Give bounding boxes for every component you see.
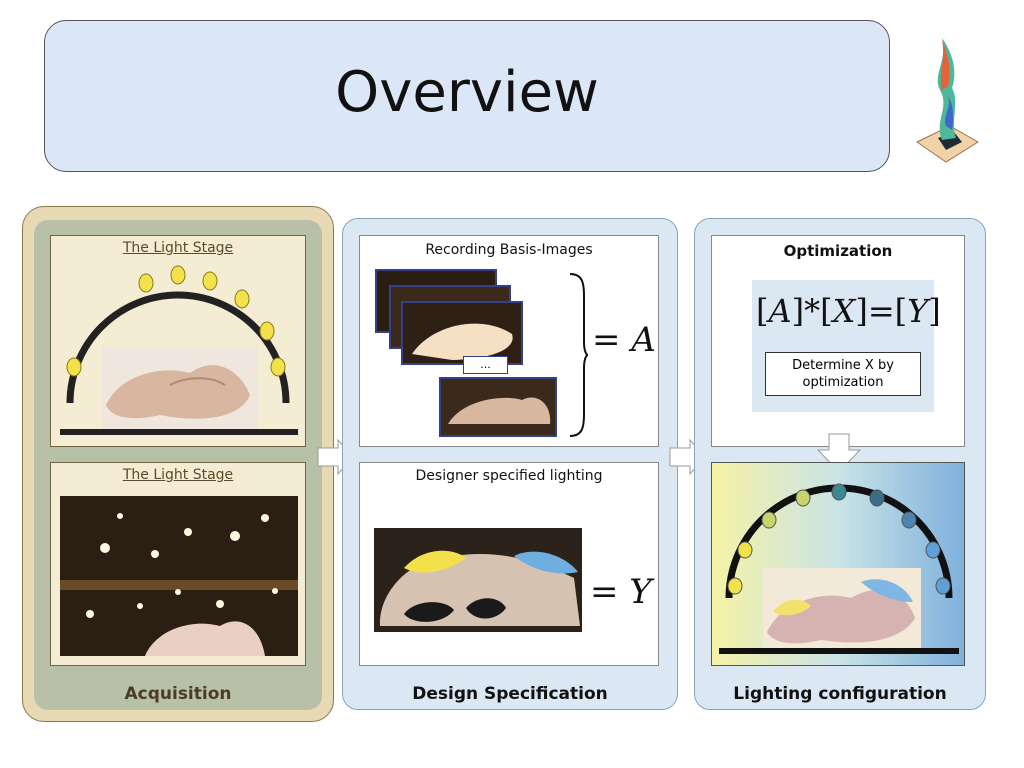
light-stage-caption-bottom[interactable]: The Light Stage	[122, 467, 234, 483]
light-stage-dome-diagram	[60, 265, 298, 435]
eq-a: A	[768, 292, 792, 330]
ellipsis-box: ...	[463, 356, 508, 374]
lighting-label: Lighting configuration	[733, 684, 947, 704]
right-brace	[569, 273, 589, 437]
designer-lighting-image	[374, 528, 582, 632]
eq-eq: =	[867, 292, 895, 330]
equals-a: = A	[592, 320, 656, 360]
slide-title: Overview	[335, 60, 599, 125]
lighting-config-diagram	[719, 483, 959, 654]
eq-x: X	[832, 292, 856, 330]
basis-images-stack	[375, 269, 557, 437]
optimization-equation: [A]*[X]=[Y]	[756, 292, 941, 330]
light-stage-photo	[60, 496, 298, 656]
light-stage-caption-top[interactable]: The Light Stage	[122, 240, 234, 256]
acquisition-label: Acquisition	[124, 684, 232, 704]
design-label: Design Specification	[412, 684, 608, 704]
bulb-icon	[138, 273, 154, 293]
sculpture-logo-icon	[916, 38, 979, 163]
designer-lighting-title: Designer specified lighting	[415, 468, 603, 484]
determine-x-box: Determine X by optimization	[765, 352, 921, 396]
eq-y: Y	[907, 292, 929, 330]
optimization-title: Optimization	[783, 242, 893, 260]
basis-images-title: Recording Basis-Images	[425, 242, 593, 258]
eq-op: *	[804, 292, 821, 330]
arrow-down-icon	[816, 433, 862, 473]
title-box	[44, 20, 890, 172]
equals-y: = Y	[590, 572, 652, 612]
